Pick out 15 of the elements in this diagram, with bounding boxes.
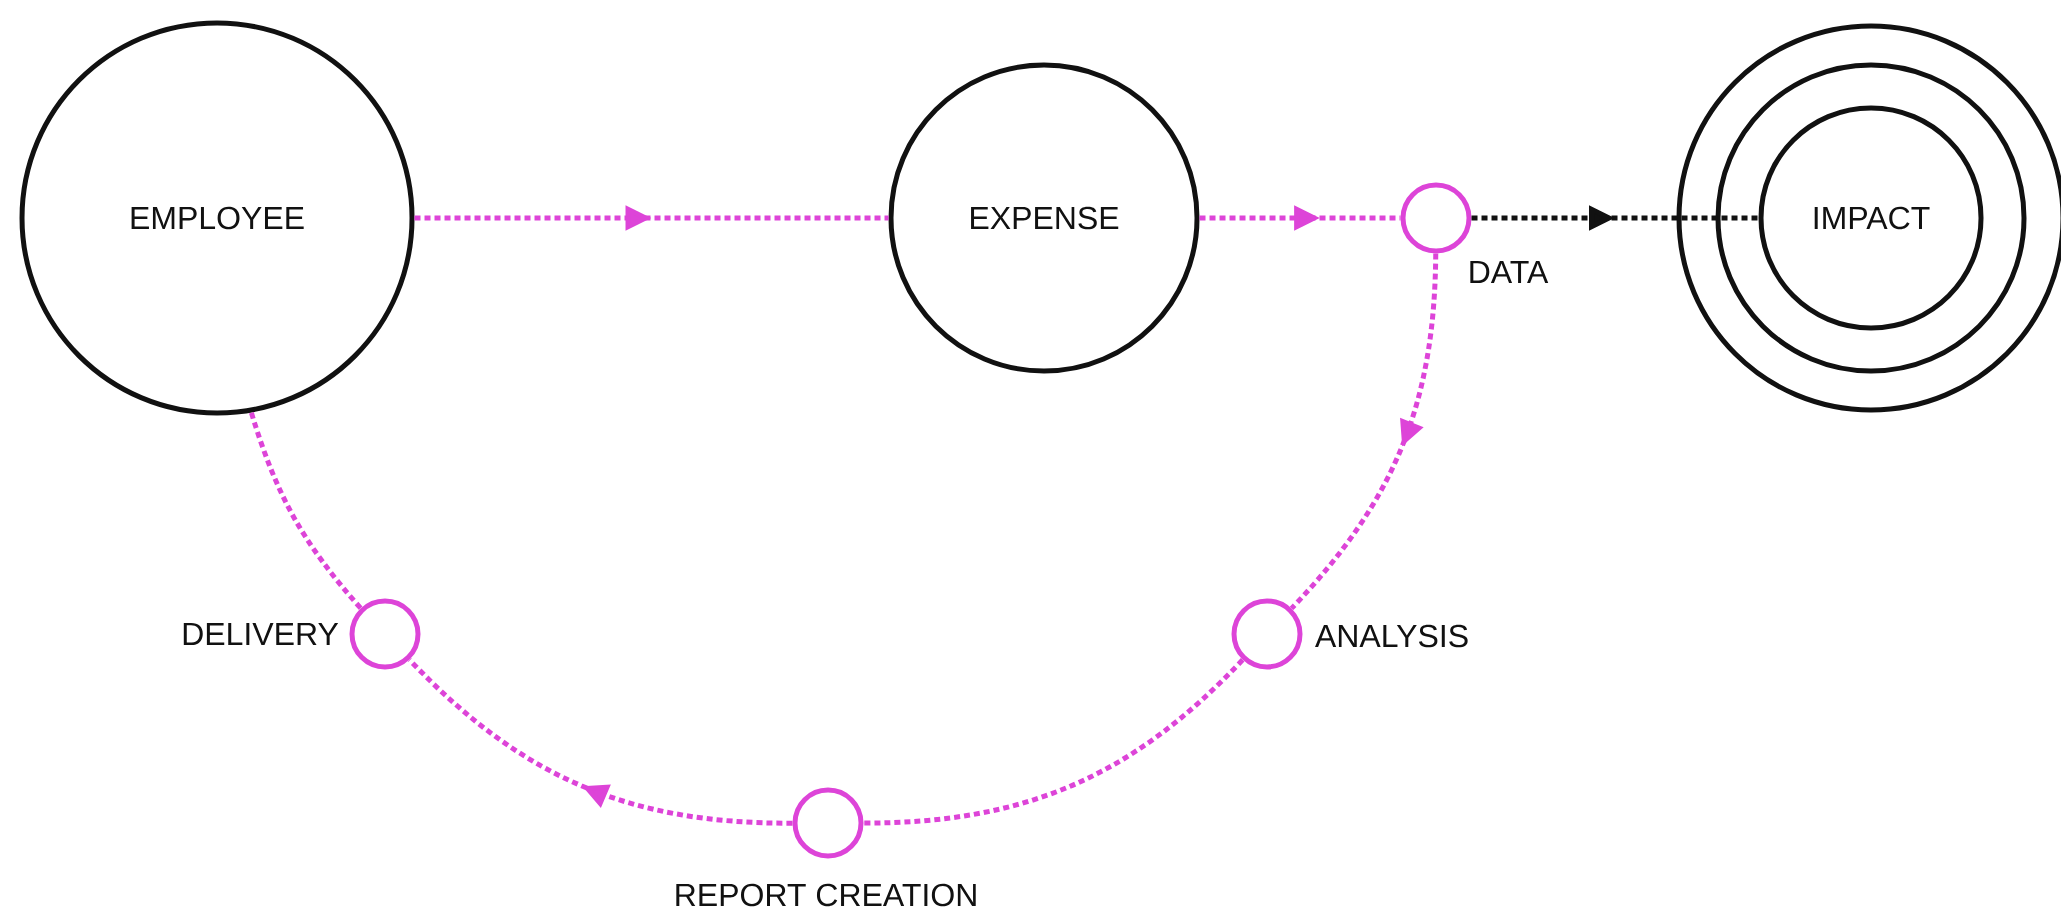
arrow <box>407 657 793 826</box>
arrow <box>1289 253 1439 611</box>
step-circle <box>1400 182 1472 254</box>
connector <box>863 658 1245 826</box>
step-circle <box>792 787 864 859</box>
ring-target: IMPACT <box>1676 23 2061 413</box>
circle-node: EMPLOYEE <box>19 20 415 416</box>
step-label: DELIVERY <box>183 622 339 645</box>
step-label: ANALYSIS <box>1315 624 1468 648</box>
circle-node: EXPENSE <box>888 62 1200 374</box>
step-label: DATA <box>1470 260 1549 283</box>
step-circle <box>1231 598 1303 670</box>
step-label: REPORT CREATION <box>676 883 976 907</box>
step-circle <box>349 598 421 670</box>
connector <box>248 411 363 610</box>
